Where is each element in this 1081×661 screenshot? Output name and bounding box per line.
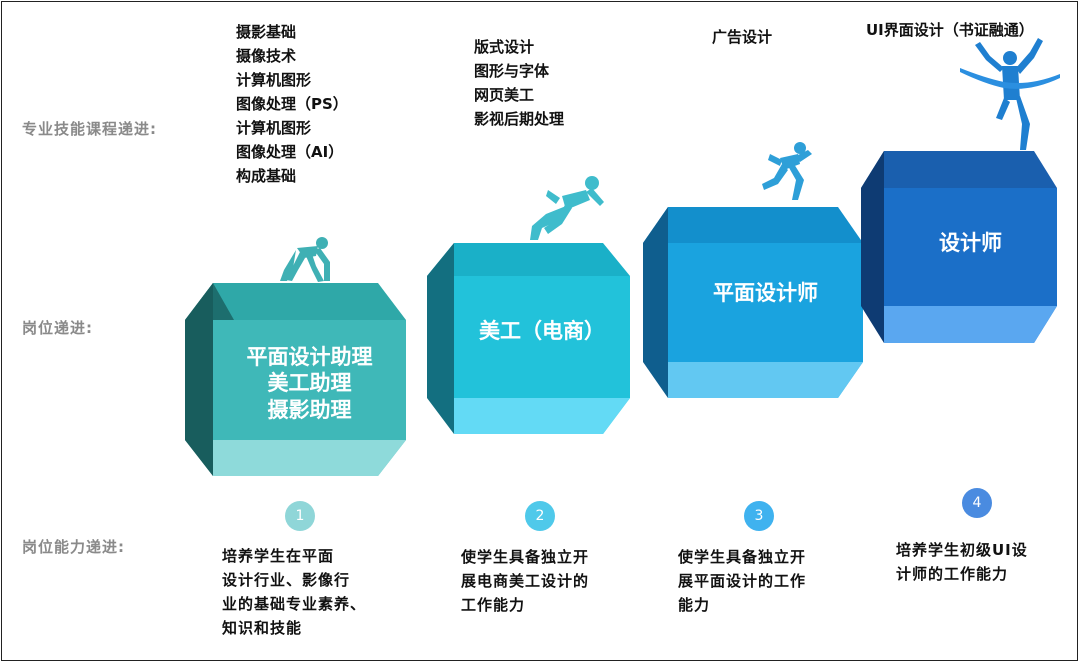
course-item: 构成基础: [236, 167, 297, 185]
step-number-4: 4: [962, 488, 992, 518]
ability-line: 培养学生初级UI设: [896, 541, 1028, 559]
course-item: 图像处理（AI）: [236, 143, 344, 161]
ability-line: 展平面设计的工作: [678, 572, 807, 590]
course-item: 影视后期处理: [474, 110, 565, 128]
course-item: 图形与字体: [474, 62, 550, 80]
position-line: 平面设计师: [713, 281, 818, 305]
ability-line: 培养学生在平面: [222, 547, 335, 565]
ability-line: 业的基础专业素养、: [222, 595, 367, 613]
course-item: 版式设计: [474, 38, 535, 56]
ability-text-4: 培养学生初级UI设 计师的工作能力: [896, 538, 1028, 586]
position-line: 摄影助理: [267, 397, 352, 422]
runner-icon-run: [762, 142, 812, 200]
step-number-2: 2: [525, 501, 555, 531]
ability-line: 工作能力: [461, 596, 526, 614]
ability-line: 知识和技能: [222, 619, 303, 637]
runner-icon-start: [280, 237, 330, 282]
row-label-courses: 专业技能课程递进:: [22, 120, 157, 138]
ability-text-1: 培养学生在平面 设计行业、影像行 业的基础专业素养、 知识和技能: [222, 544, 366, 640]
row-label-positions: 岗位递进:: [22, 319, 93, 337]
box-1: [185, 283, 406, 476]
course-list-4: UI界面设计（书证融通）: [866, 18, 1034, 42]
box-3: [643, 207, 863, 398]
course-item: 摄像技术: [236, 47, 297, 65]
position-line: 平面设计助理: [246, 345, 373, 369]
step-number-3: 3: [744, 501, 774, 531]
course-item: 图像处理（PS）: [236, 95, 348, 113]
ability-line: 展电商美工设计的: [461, 572, 590, 590]
course-item: UI界面设计（书证融通）: [866, 21, 1034, 39]
position-line: 设计师: [939, 231, 1002, 255]
position-title-1: 平面设计助理 美工助理 摄影助理: [213, 344, 406, 423]
course-list-1: 摄影基础 摄像技术 计算机图形 图像处理（PS） 计算机图形 图像处理（AI） …: [236, 20, 348, 188]
runner-icon-sprint: [530, 176, 604, 240]
runner-icon-victory: [960, 38, 1060, 150]
course-item: 摄影基础: [236, 23, 297, 41]
row-label-abilities: 岗位能力递进:: [22, 538, 125, 556]
course-item: 计算机图形: [236, 119, 312, 137]
ability-line: 使学生具备独立开: [461, 548, 590, 566]
ability-text-3: 使学生具备独立开 展平面设计的工作 能力: [678, 545, 806, 617]
ability-text-2: 使学生具备独立开 展电商美工设计的 工作能力: [461, 545, 589, 617]
course-list-2: 版式设计 图形与字体 网页美工 影视后期处理: [474, 35, 564, 131]
ability-line: 能力: [678, 596, 711, 614]
position-title-2: 美工（电商）: [454, 318, 630, 344]
position-line: 美工助理: [267, 371, 352, 396]
course-list-3: 广告设计: [712, 25, 772, 49]
position-line: 美工（电商）: [479, 319, 605, 343]
step-number-1: 1: [285, 501, 315, 531]
course-item: 计算机图形: [236, 71, 312, 89]
course-item: 网页美工: [474, 86, 535, 104]
ability-line: 设计行业、影像行: [222, 571, 351, 589]
position-title-3: 平面设计师: [668, 280, 863, 306]
position-title-4: 设计师: [884, 230, 1057, 256]
ability-line: 使学生具备独立开: [678, 548, 807, 566]
box-4: [861, 151, 1057, 343]
box-2: [427, 243, 630, 434]
ability-line: 计师的工作能力: [896, 565, 1009, 583]
course-item: 广告设计: [712, 28, 773, 46]
